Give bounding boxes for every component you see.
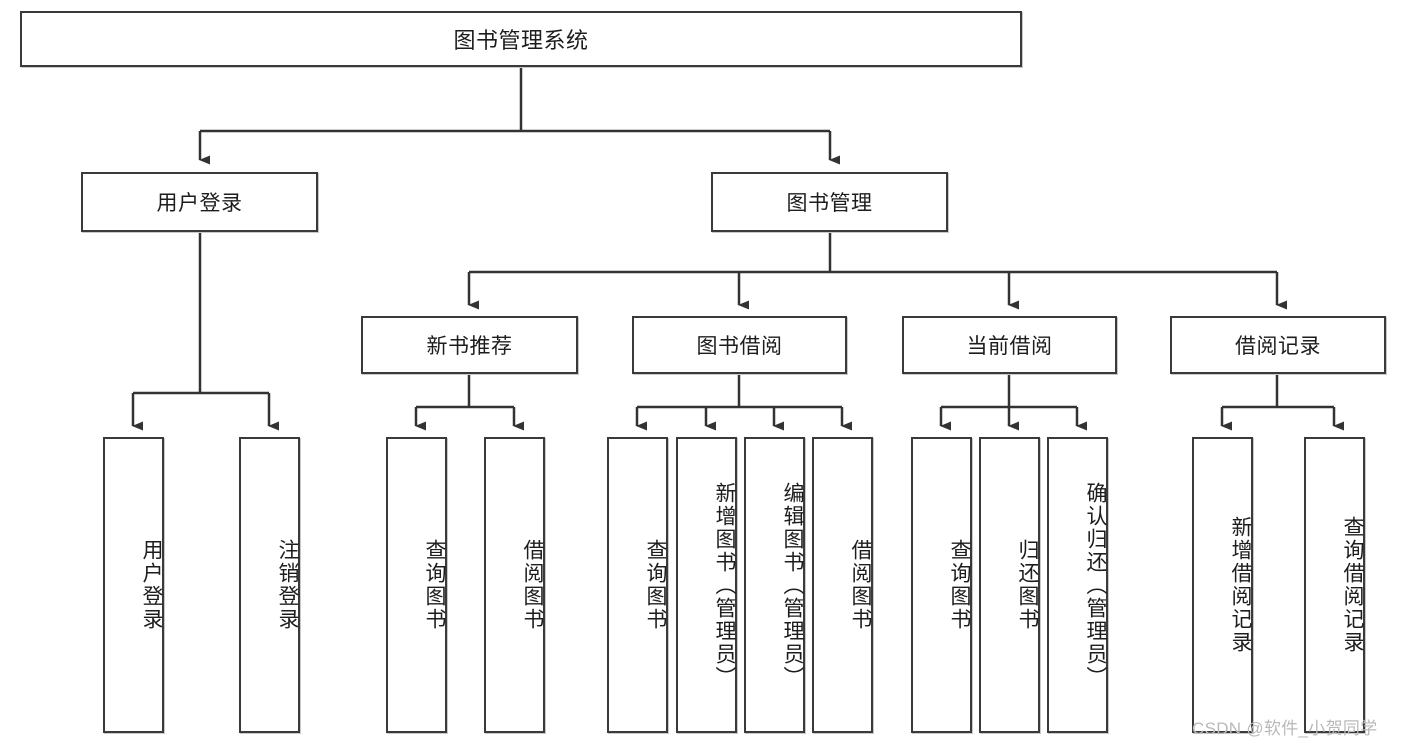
leaf-edit-book-admin[interactable]: 编辑图书（管理员） [744, 437, 805, 733]
leaf-query-borrow-record[interactable]: 查询借阅记录 [1304, 437, 1365, 733]
node-label: 编辑图书（管理员） [781, 481, 804, 689]
leaf-confirm-return-admin[interactable]: 确认归还（管理员） [1047, 437, 1108, 733]
node-label: 图书管理 [786, 192, 873, 215]
node-label: 查询借阅记录 [1341, 516, 1364, 654]
leaf-borrow-book-new-book[interactable]: 借阅图书 [484, 437, 545, 733]
node-label: 查询图书 [423, 539, 446, 631]
node-book-borrow[interactable]: 图书借阅 [632, 316, 847, 374]
node-book-management[interactable]: 图书管理 [711, 172, 948, 232]
node-label: 查询图书 [948, 539, 971, 631]
leaf-query-book-borrow[interactable]: 查询图书 [607, 437, 668, 733]
node-label: 归还图书 [1016, 539, 1039, 631]
leaf-user-logout[interactable]: 注销登录 [239, 437, 300, 733]
node-label: 查询图书 [644, 539, 667, 631]
leaf-query-book-current[interactable]: 查询图书 [911, 437, 972, 733]
node-label: 注销登录 [276, 539, 299, 631]
node-label: 当前借阅 [966, 335, 1053, 358]
node-label: 确认归还（管理员） [1084, 481, 1107, 689]
node-label: 用户登录 [156, 192, 243, 215]
csdn-watermark: CSDN @软件_小贺同学 [1192, 719, 1378, 738]
node-label: 新书推荐 [426, 335, 513, 358]
node-current-borrow[interactable]: 当前借阅 [902, 316, 1117, 374]
node-borrow-record[interactable]: 借阅记录 [1170, 316, 1386, 374]
node-label: 借阅图书 [521, 539, 544, 631]
node-label: 图书管理系统 [453, 28, 589, 53]
node-label: 新增借阅记录 [1229, 516, 1252, 654]
node-root-book-management-system[interactable]: 图书管理系统 [20, 11, 1022, 67]
leaf-borrow-book-borrow[interactable]: 借阅图书 [812, 437, 873, 733]
node-label: 图书借阅 [696, 335, 783, 358]
leaf-user-login[interactable]: 用户登录 [103, 437, 164, 733]
node-label: 借阅图书 [849, 539, 872, 631]
node-label: 借阅记录 [1235, 335, 1321, 358]
leaf-return-book[interactable]: 归还图书 [979, 437, 1040, 733]
node-new-book-recommend[interactable]: 新书推荐 [361, 316, 578, 374]
node-label: 新增图书（管理员） [713, 481, 736, 689]
leaf-add-borrow-record[interactable]: 新增借阅记录 [1192, 437, 1253, 733]
node-label: 用户登录 [140, 539, 163, 631]
leaf-add-book-admin[interactable]: 新增图书（管理员） [676, 437, 737, 733]
node-user-login[interactable]: 用户登录 [81, 172, 318, 232]
leaf-query-book-new-book[interactable]: 查询图书 [386, 437, 447, 733]
